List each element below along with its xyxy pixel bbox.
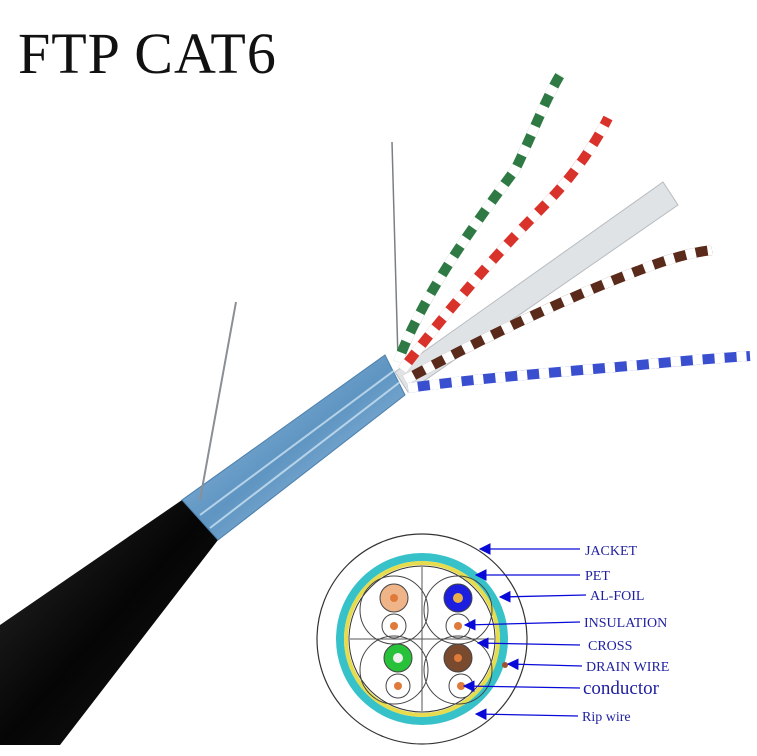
pair-brown-wire [402,245,713,385]
label-cross: CROSS [588,639,632,654]
pet-ring [336,553,508,725]
page-title: FTP CAT6 [18,21,277,86]
rip-wire [391,141,399,361]
drain-wire [199,301,237,501]
label-pet: PET [585,569,610,584]
label-drain-wire: DRAIN WIRE [586,660,669,675]
label-jacket: JACKET [585,544,638,559]
cross-section [316,533,528,745]
leader-arrows [462,543,587,721]
foil-ring [344,561,500,717]
cable-illustration [0,72,751,745]
label-al-foil: AL-FOIL [590,589,644,604]
label-insulation: INSULATION [584,616,667,631]
component-labels: JACKET PET AL-FOIL INSULATION CROSS DRAI… [582,544,669,725]
cable-jacket [0,500,218,745]
drain-wire-dot [502,662,508,668]
label-conductor: conductor [583,678,660,699]
foil-shield [181,354,406,541]
cross-separator [394,181,679,393]
label-rip-wire: Rip wire [582,710,631,725]
